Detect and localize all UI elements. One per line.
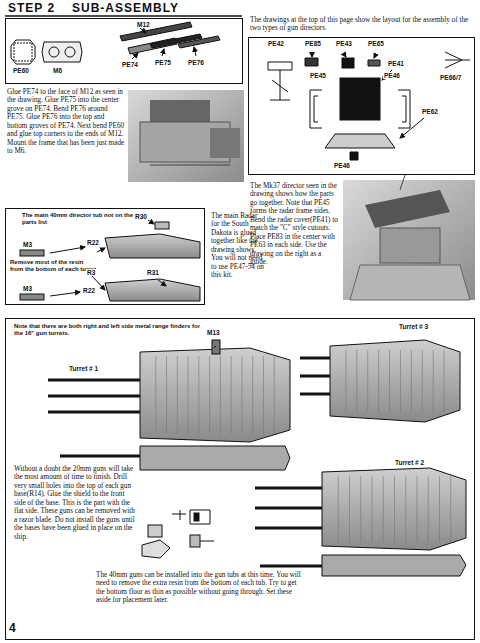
instruction-note: The 40mm guns can be installed into the … <box>96 571 306 605</box>
callout-number: R3 <box>86 269 96 276</box>
turret-stripe <box>411 350 412 412</box>
callout-number: PE65 <box>367 40 385 47</box>
turret-stripe <box>356 350 357 412</box>
turret-stripe <box>450 476 451 542</box>
instruction-note: The main Radar for the South Dakota is g… <box>211 212 265 280</box>
callout-number: PE85 <box>304 40 322 47</box>
radar-frame-drawing <box>11 22 220 64</box>
turret-stripe <box>241 356 242 434</box>
drawing-panel: M12PE60 M6 PE74 PE75 PE76 <box>5 18 243 84</box>
turret-stripe <box>422 350 423 412</box>
callout-number: PE76 <box>187 59 205 66</box>
turret-stripe <box>338 476 339 542</box>
instruction-note: Note that there are both right and left … <box>14 323 209 337</box>
callout-number: R22 <box>86 239 100 246</box>
turret-3-drawing <box>300 340 460 422</box>
turret-stripe <box>177 356 178 434</box>
callout-number: R31 <box>146 269 160 276</box>
turret-stripe <box>428 476 429 542</box>
turret-stripe <box>417 476 418 542</box>
turret-stripe <box>274 356 275 434</box>
turret-stripe <box>394 476 395 542</box>
turret-stripe <box>198 356 199 434</box>
callout-number: M6 <box>52 67 63 74</box>
20mm-gun-sketches <box>142 510 214 558</box>
turret-stripe <box>439 476 440 542</box>
turret-stripe <box>389 350 390 412</box>
turret-stripe <box>444 350 445 412</box>
instruction-note: Glue PE74 to the face of M12 as seen in … <box>7 88 125 156</box>
instruction-note: The Mk37 director seen in the drawing sh… <box>250 182 340 267</box>
turret-stripe <box>349 476 350 542</box>
callout-number: Turret # 2 <box>394 459 425 466</box>
instruction-note: Remove most of the resin from the bottom… <box>10 259 96 273</box>
drawing-panel: PE42PE85PE43PE65PE41PE45PE46PE66/7PE62PE… <box>248 37 475 175</box>
turret-stripe <box>433 350 434 412</box>
turret-stripe <box>372 476 373 542</box>
director-drawing <box>268 52 470 160</box>
callout-number: PE46 <box>383 72 401 79</box>
callout-number: PE74 <box>121 61 139 68</box>
turret-stripe <box>378 350 379 412</box>
page-number: 4 <box>9 621 16 635</box>
turret-stripe <box>155 356 156 434</box>
turret-stripe <box>188 356 189 434</box>
callout-number: PE62 <box>421 108 439 115</box>
turret-stripe <box>400 350 401 412</box>
director-photo <box>343 175 475 300</box>
section-heading: SUB-ASSEMBLY <box>72 1 179 15</box>
callout-number: PE60 <box>12 67 30 74</box>
turret-2-drawing <box>255 468 466 576</box>
callout-number: M3 <box>22 241 33 248</box>
turret-stripe <box>383 476 384 542</box>
turret-stripe <box>231 356 232 434</box>
drawing-panel: The main 40mm director tub not on the pa… <box>5 208 205 305</box>
callout-number: PE45 <box>309 72 327 79</box>
turret-stripe <box>209 356 210 434</box>
drawing-panel: Note that there are both right and left … <box>5 318 475 640</box>
turret-stripe <box>263 356 264 434</box>
turret-stripe <box>166 356 167 434</box>
instruction-note: Without a doubt the 20mm guns will take … <box>14 465 136 541</box>
callout-number: PE42 <box>267 40 285 47</box>
turret-stripe <box>367 350 368 412</box>
turret-stripe <box>405 476 406 542</box>
turret-stripe <box>360 476 361 542</box>
callout-number: Turret # 3 <box>398 323 429 330</box>
callout-number: PE46 <box>333 162 351 169</box>
callout-number: M12 <box>136 21 151 28</box>
callout-number: PE66/7 <box>439 74 462 81</box>
callout-number: Turret # 1 <box>68 365 99 372</box>
callout-number: PE75 <box>154 59 172 66</box>
instruction-note: The drawings at the top of this page sho… <box>250 16 474 33</box>
turret-stripe <box>252 356 253 434</box>
turret-photo <box>128 90 244 182</box>
step-title: STEP 2 <box>8 1 55 15</box>
callout-number: M3 <box>22 285 33 292</box>
callout-number: R30 <box>134 213 148 220</box>
callout-number: PE41 <box>387 60 405 67</box>
callout-number: M13 <box>206 329 221 336</box>
turret-stripe <box>220 356 221 434</box>
leader-line <box>214 346 216 348</box>
callout-number: R22 <box>82 287 96 294</box>
instruction-note: The main 40mm director tub not on the pa… <box>22 212 134 226</box>
turret-stripe <box>345 350 346 412</box>
header-rule <box>5 15 242 17</box>
callout-number: PE43 <box>335 40 353 47</box>
turret-1-drawing <box>48 340 290 470</box>
